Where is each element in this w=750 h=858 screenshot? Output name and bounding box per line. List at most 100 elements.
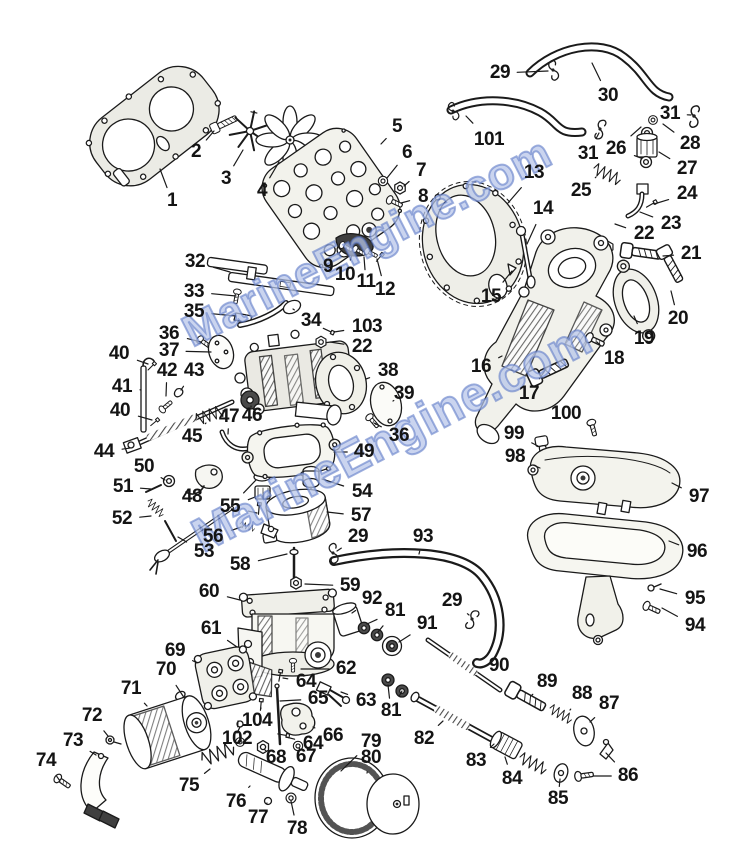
part-label-31: 31 [659, 103, 681, 124]
leader-line [336, 547, 342, 552]
part-label-51: 51 [112, 476, 134, 497]
part-label-9: 9 [322, 256, 334, 277]
part-label-87: 87 [598, 693, 620, 714]
intake-manifold-part [474, 225, 687, 445]
leader-line [373, 422, 382, 428]
leader-line [321, 478, 345, 487]
part-label-29: 29 [441, 590, 463, 611]
pump-parts [198, 737, 420, 839]
part-label-24: 24 [676, 183, 698, 204]
leader-line [589, 716, 596, 723]
leader-line [594, 176, 597, 179]
part-label-43: 43 [183, 360, 205, 381]
leader-line [282, 677, 289, 680]
leader-line [192, 659, 198, 664]
part-label-66: 66 [322, 725, 344, 746]
leader-line [662, 254, 675, 257]
choke-rods-levers [122, 357, 265, 454]
adjuster-parts [489, 679, 614, 783]
part-label-77: 77 [247, 807, 269, 828]
leader-line [340, 691, 349, 696]
part-label-40: 40 [109, 400, 131, 421]
leader-line [340, 755, 358, 772]
part-label-99: 99 [503, 423, 525, 444]
leader-line [186, 338, 202, 343]
part-label-69: 69 [164, 640, 186, 661]
part-label-21: 21 [680, 243, 702, 264]
leader-line [516, 70, 549, 73]
part-label-19: 19 [633, 328, 655, 349]
part-label-12: 12 [374, 279, 396, 300]
part-label-90: 90 [488, 655, 510, 676]
leader-line [380, 137, 387, 145]
leader-line [264, 749, 267, 752]
leader-line [365, 377, 371, 380]
part-label-84: 84 [501, 768, 523, 789]
part-label-102: 102 [221, 728, 253, 749]
part-label-37: 37 [158, 340, 180, 361]
part-label-35: 35 [183, 301, 205, 322]
leader-line [661, 607, 679, 618]
part-label-4: 4 [256, 180, 268, 201]
throttle-linkage [206, 256, 335, 328]
drain-hose [326, 542, 505, 669]
part-label-23: 23 [660, 213, 682, 234]
leader-line [398, 634, 411, 643]
part-label-36: 36 [388, 425, 410, 446]
leader-line [639, 211, 654, 218]
part-label-53: 53 [193, 541, 215, 562]
part-label-65: 65 [307, 688, 329, 709]
leader-line [671, 482, 682, 489]
leader-line [670, 290, 676, 306]
part-label-81: 81 [380, 700, 402, 721]
part-label-62: 62 [335, 658, 357, 679]
leader-line [538, 368, 547, 380]
part-label-81: 81 [384, 600, 406, 621]
part-label-18: 18 [603, 348, 625, 369]
part-label-10: 10 [334, 264, 356, 285]
part-label-73: 73 [62, 730, 84, 751]
leader-line [531, 693, 534, 696]
leader-line [400, 200, 411, 204]
leader-line [659, 588, 678, 595]
leader-line [304, 583, 334, 586]
part-label-74: 74 [35, 750, 57, 771]
part-label-52: 52 [111, 508, 133, 529]
leader-line [387, 684, 391, 699]
part-label-34: 34 [300, 310, 322, 331]
leader-line [226, 596, 241, 601]
part-label-5: 5 [391, 116, 403, 137]
carburetor-lower-body [209, 588, 337, 701]
part-label-93: 93 [412, 526, 434, 547]
part-label-22: 22 [351, 336, 373, 357]
leader-line [269, 161, 280, 179]
leader-line [531, 442, 539, 447]
leader-line [247, 496, 256, 501]
leader-line [465, 115, 474, 124]
part-label-3: 3 [220, 168, 232, 189]
part-label-20: 20 [667, 308, 689, 329]
part-label-88: 88 [571, 683, 593, 704]
part-label-38: 38 [377, 360, 399, 381]
part-label-45: 45 [181, 426, 203, 447]
part-label-22: 22 [633, 223, 655, 244]
leader-line [591, 62, 602, 82]
leader-line [466, 613, 470, 616]
part-label-82: 82 [413, 728, 435, 749]
leader-line [243, 479, 257, 494]
leader-line [212, 266, 231, 273]
part-label-101: 101 [473, 129, 505, 150]
float-assembly [260, 465, 331, 590]
part-label-29: 29 [489, 62, 511, 83]
leader-line [230, 526, 242, 532]
part-label-50: 50 [133, 456, 155, 477]
leader-line [633, 315, 638, 325]
part-label-15: 15 [480, 286, 502, 307]
leader-line [257, 553, 288, 562]
part-label-31: 31 [577, 143, 599, 164]
round-gasket-part [418, 181, 528, 307]
leader-line [137, 415, 153, 421]
part-label-7: 7 [415, 160, 427, 181]
leader-line [377, 625, 384, 633]
